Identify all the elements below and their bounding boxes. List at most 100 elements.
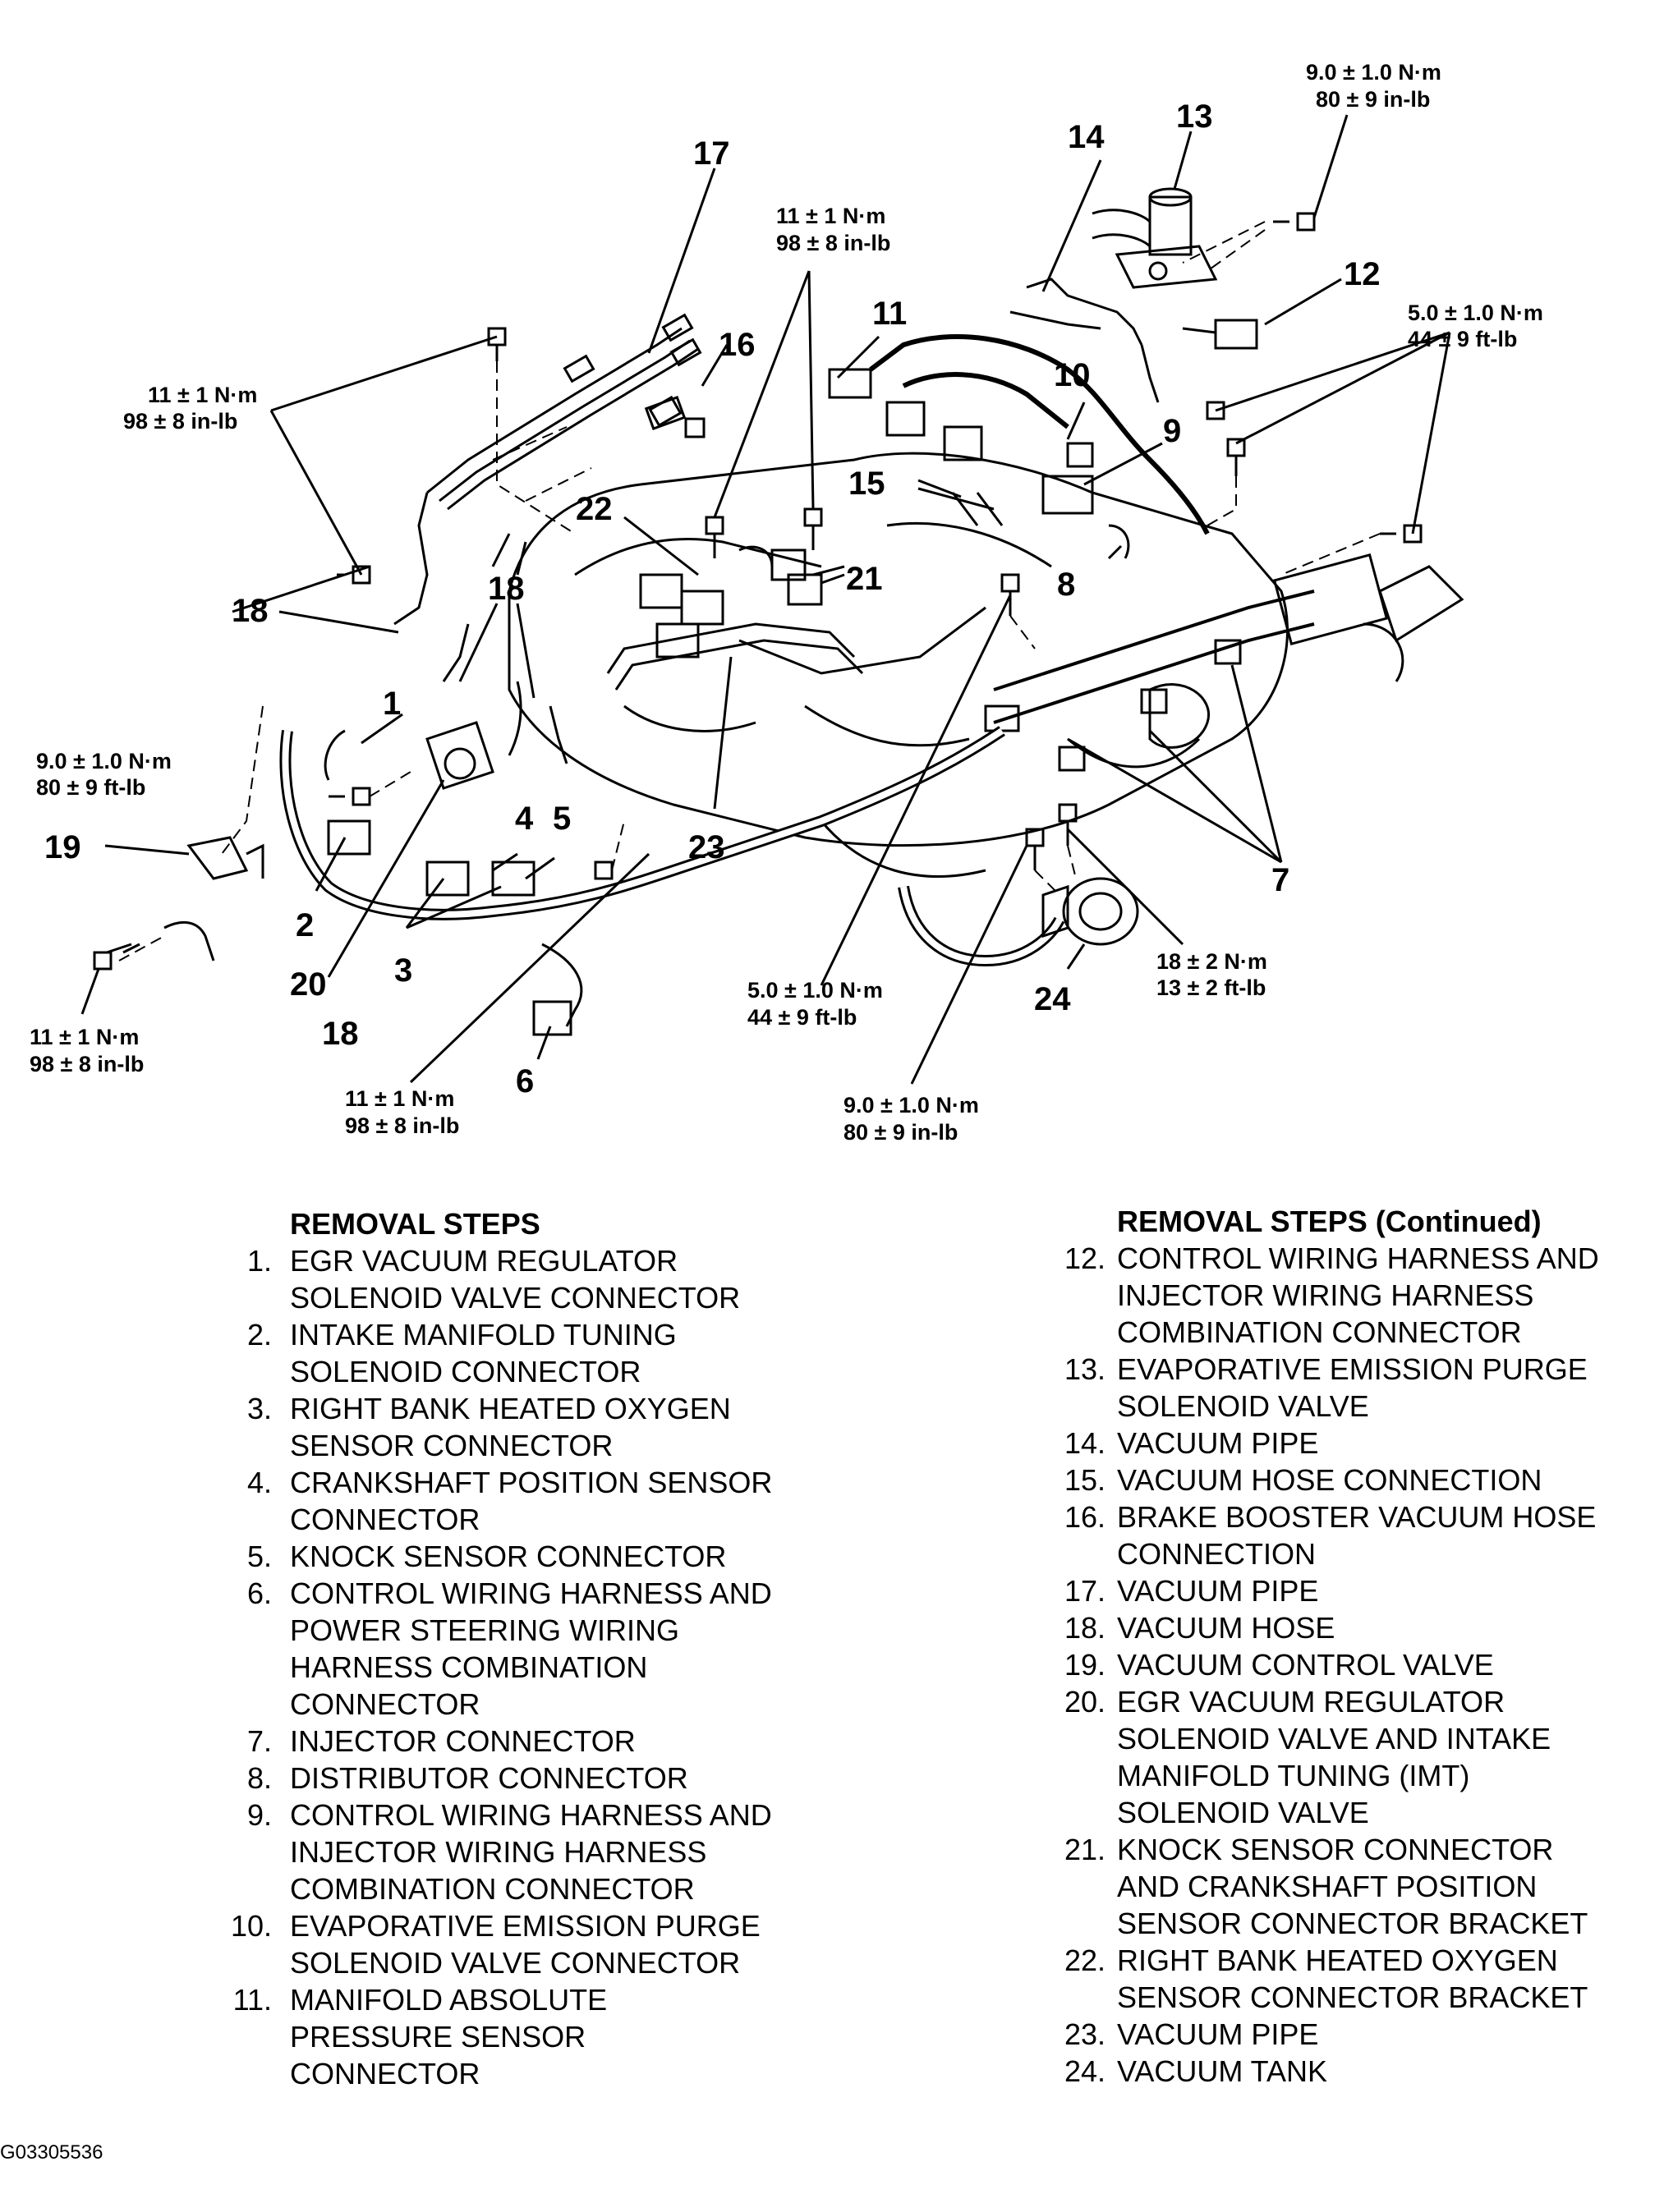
step-number: 12. <box>1064 1241 1106 1275</box>
step-number: 24. <box>1064 2054 1106 2088</box>
step-number: 2. <box>246 1318 272 1352</box>
step-text: KNOCK SENSOR CONNECTOR <box>290 1540 727 1573</box>
callout-7: 7 <box>1271 862 1289 898</box>
step-number: 11. <box>232 1983 272 2017</box>
step-number: 22. <box>1064 1944 1106 1977</box>
step-item: 22. RIGHT BANK HEATED OXYGEN SENSOR CONNE… <box>1043 1942 1651 2016</box>
torque-top-right-nm: 9.0 ± 1.0 N·m <box>1306 60 1441 85</box>
step-item: 18.VACUUM HOSE <box>1043 1609 1651 1646</box>
step-item: 7. INJECTOR CONNECTOR <box>201 1723 809 1760</box>
step-item: 23. VACUUM PIPE <box>1043 2016 1651 2053</box>
callout-3: 3 <box>394 952 412 989</box>
step-text: VACUUM CONTROL VALVE <box>1117 1648 1494 1682</box>
step-text: RIGHT BANK HEATED OXYGEN SENSOR CONNECTO… <box>1117 1944 1588 2014</box>
callout-numbers: 1 2 3 4 5 6 7 8 9 10 11 12 13 14 15 16 1… <box>44 99 1381 1099</box>
callout-8: 8 <box>1057 567 1075 603</box>
step-number: 6. <box>246 1576 272 1610</box>
removal-steps: REMOVAL STEPS 1.EGR VACUUM REGULATOR SOL… <box>201 1205 809 2092</box>
step-text: VACUUM PIPE <box>1117 2017 1319 2051</box>
torque-upper-left-nm: 11 ± 1 N·m <box>148 383 257 407</box>
callout-5: 5 <box>553 801 571 837</box>
step-number: 7. <box>246 1724 272 1758</box>
callout-1: 1 <box>383 686 401 722</box>
step-item: 5.KNOCK SENSOR CONNECTOR <box>201 1538 809 1575</box>
step-number: 10. <box>230 1909 272 1943</box>
callout-12: 12 <box>1344 256 1381 292</box>
torque-bottom-mid-lb: 98 ± 8 in-lb <box>345 1113 459 1138</box>
step-number: 9. <box>246 1798 272 1832</box>
callout-13: 13 <box>1176 99 1213 135</box>
torque-center-nm: 5.0 ± 1.0 N·m <box>747 978 883 1003</box>
engine-artwork <box>93 187 1464 1036</box>
step-item: 21.KNOCK SENSOR CONNECTOR AND CRANKSHAFT… <box>1043 1831 1651 1942</box>
step-text: DISTRIBUTOR CONNECTOR <box>290 1761 688 1795</box>
step-text: EGR VACUUM REGULATOR SOLENOID VALVE AND … <box>1117 1685 1551 1829</box>
torque-bottom-left-nm: 11 ± 1 N·m <box>30 1025 139 1049</box>
torque-right-lb: 44 ± 9 ft-lb <box>1408 327 1517 351</box>
step-item: 2. INTAKE MANIFOLD TUNING SOLENOID CONNEC… <box>201 1316 809 1390</box>
step-item: 16.BRAKE BOOSTER VACUUM HOSE CONNECTION <box>1043 1498 1651 1572</box>
removal-steps-continued-heading: REMOVAL STEPS (Continued) <box>1117 1205 1542 1238</box>
step-text: EGR VACUUM REGULATOR SOLENOID VALVE CONN… <box>290 1244 741 1315</box>
callout-20: 20 <box>290 966 327 1003</box>
step-item: 17. VACUUM PIPE <box>1043 1572 1651 1609</box>
step-text: BRAKE BOOSTER VACUUM HOSE CONNECTION <box>1117 1500 1597 1571</box>
callout-6: 6 <box>516 1063 534 1099</box>
step-text: INTAKE MANIFOLD TUNING SOLENOID CONNECTO… <box>290 1318 677 1388</box>
step-item: 24. VACUUM TANK <box>1043 2053 1651 2090</box>
step-number: 4. <box>246 1466 272 1499</box>
step-number: 8. <box>246 1761 272 1795</box>
step-number: 20. <box>1064 1685 1106 1719</box>
torque-bottom-right-lb: 13 ± 2 ft-lb <box>1156 975 1266 1000</box>
step-item: 4. CRANKSHAFT POSITION SENSOR CONNECTOR <box>201 1464 809 1538</box>
step-text: VACUUM PIPE <box>1117 1574 1319 1608</box>
step-text: MANIFOLD ABSOLUTE PRESSURE SENSOR CONNEC… <box>290 1983 608 2090</box>
step-number: 15. <box>1064 1463 1106 1497</box>
step-number: 17. <box>1064 1574 1106 1608</box>
step-number: 13. <box>1064 1352 1106 1386</box>
torque-top-right-lb: 80 ± 9 in-lb <box>1316 87 1430 112</box>
callout-24: 24 <box>1034 981 1071 1017</box>
callout-17: 17 <box>693 135 730 172</box>
step-number: 23. <box>1064 2017 1106 2051</box>
torque-bottom-right-nm: 18 ± 2 N·m <box>1156 949 1267 974</box>
callout-16: 16 <box>719 327 756 363</box>
leader-lines <box>80 114 1451 1085</box>
step-text: CONTROL WIRING HARNESS AND POWER STEERIN… <box>290 1576 772 1721</box>
step-number: 3. <box>246 1392 272 1425</box>
step-text: CRANKSHAFT POSITION SENSOR CONNECTOR <box>290 1466 773 1536</box>
step-item: 13. EVAPORATIVE EMISSION PURGE SOLENOID V… <box>1043 1351 1651 1425</box>
callout-15: 15 <box>848 466 885 502</box>
torque-left-nm: 9.0 ± 1.0 N·m <box>36 749 172 773</box>
torque-center-lb: 44 ± 9 ft-lb <box>747 1005 857 1030</box>
step-text: VACUUM TANK <box>1117 2054 1328 2088</box>
callout-18b: 18 <box>488 571 525 607</box>
step-text: CONTROL WIRING HARNESS AND INJECTOR WIRI… <box>1117 1241 1599 1349</box>
removal-steps-continued: REMOVAL STEPS (Continued) 12. CONTROL WIR… <box>1043 1203 1651 2090</box>
step-number: 21. <box>1064 1833 1106 1866</box>
callout-4: 4 <box>515 801 534 837</box>
step-item: 6. CONTROL WIRING HARNESS AND POWER STEER… <box>201 1575 809 1723</box>
step-text: VACUUM HOSE CONNECTION <box>1117 1463 1542 1497</box>
removal-steps-continued-list: 12. CONTROL WIRING HARNESS AND INJECTOR W… <box>1043 1240 1651 2090</box>
step-item: 11. MANIFOLD ABSOLUTE PRESSURE SENSOR CON… <box>201 1981 809 2092</box>
step-text: INJECTOR CONNECTOR <box>290 1724 636 1758</box>
torque-left-lb: 80 ± 9 ft-lb <box>36 775 145 800</box>
torque-top-mid-nm: 11 ± 1 N·m <box>776 204 885 228</box>
removal-steps-heading: REMOVAL STEPS <box>290 1207 540 1241</box>
torque-upper-left-lb: 98 ± 8 in-lb <box>123 409 237 434</box>
callout-18: 18 <box>232 593 269 629</box>
step-number: 18. <box>1064 1611 1106 1645</box>
step-item: 1.EGR VACUUM REGULATOR SOLENOID VALVE CO… <box>201 1242 809 1316</box>
step-text: EVAPORATIVE EMISSION PURGE SOLENOID VALV… <box>1117 1352 1588 1423</box>
callout-2: 2 <box>296 907 314 943</box>
callout-10: 10 <box>1054 357 1091 393</box>
torque-top-mid-lb: 98 ± 8 in-lb <box>776 231 890 255</box>
step-item: 10.EVAPORATIVE EMISSION PURGE SOLENOID V… <box>201 1907 809 1981</box>
step-item: 8. DISTRIBUTOR CONNECTOR <box>201 1760 809 1797</box>
removal-steps-list: 1.EGR VACUUM REGULATOR SOLENOID VALVE CO… <box>201 1242 809 2092</box>
callout-11: 11 <box>872 296 907 332</box>
step-item: 15. VACUUM HOSE CONNECTION <box>1043 1462 1651 1498</box>
figure-code: G03305536 <box>0 2141 103 2164</box>
engine-component-diagram: 1 2 3 4 5 6 7 8 9 10 11 12 13 14 15 16 1… <box>30 60 1543 1145</box>
